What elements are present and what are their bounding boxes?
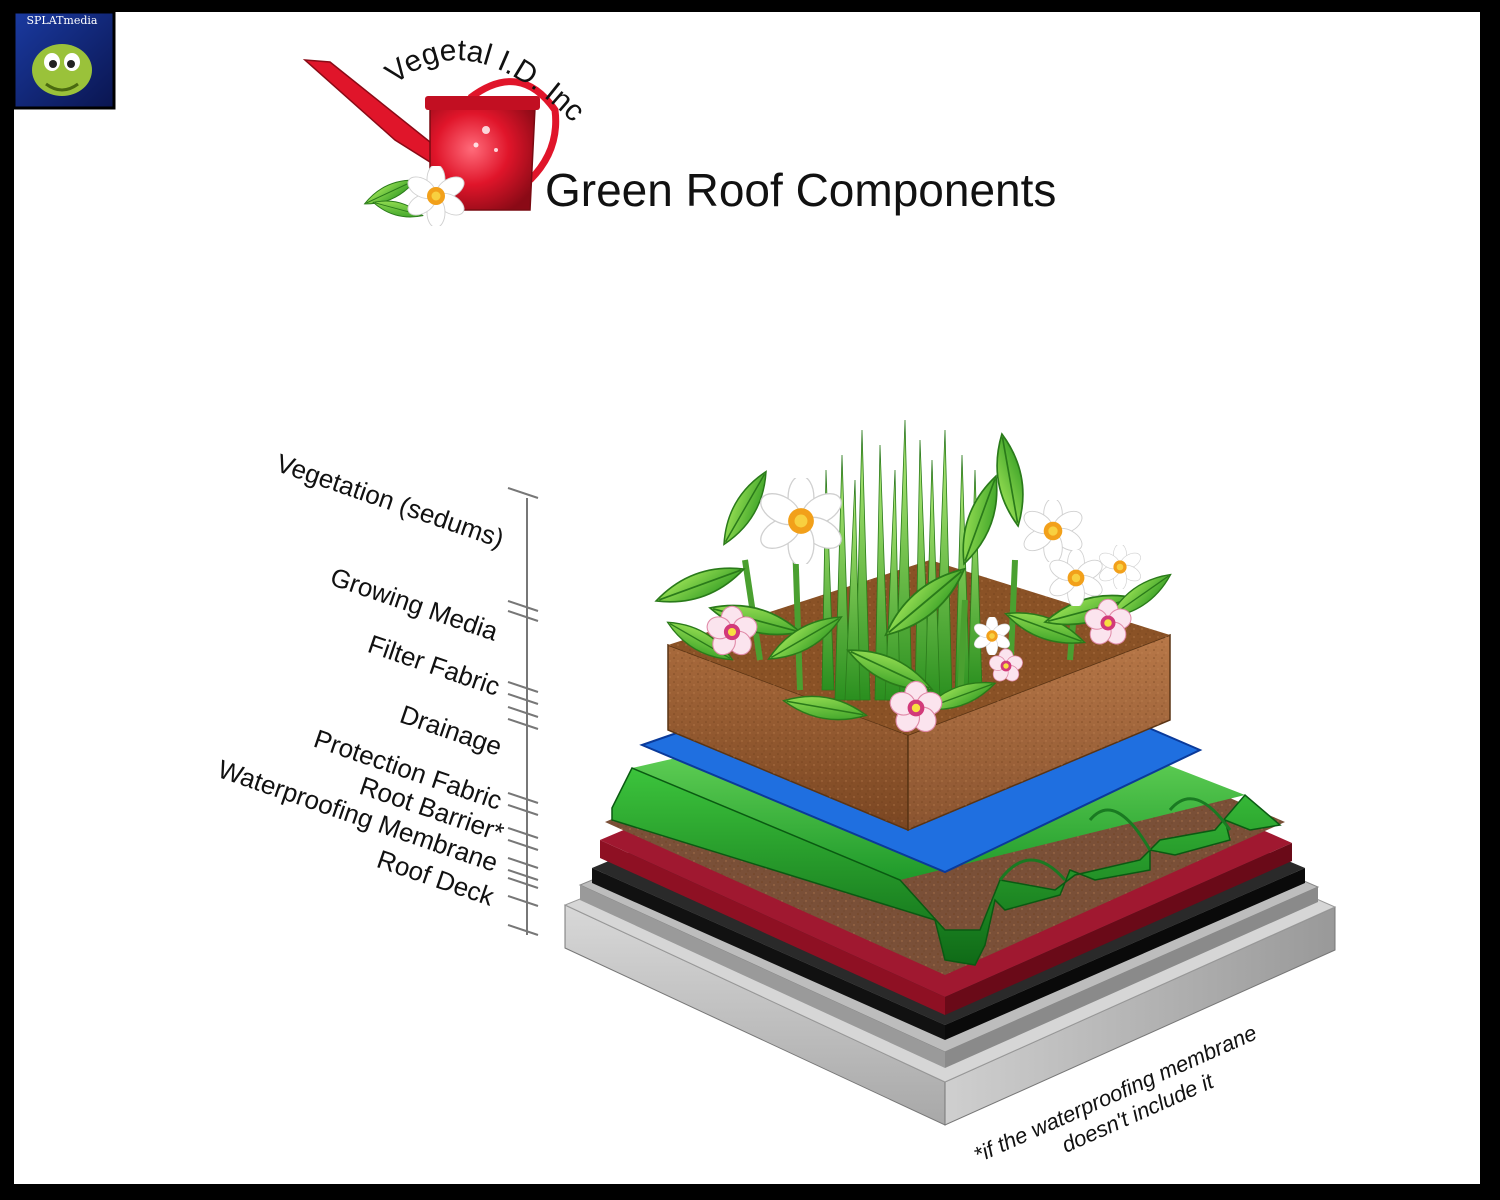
watermark-text: SPLATmedia <box>27 14 98 27</box>
turtle-icon <box>32 44 92 96</box>
vegetation-layer <box>651 419 1177 736</box>
watermark-badge: SPLATmedia <box>12 10 116 110</box>
page-title: Green Roof Components <box>545 164 1056 216</box>
layer-stack <box>563 419 1337 1126</box>
layer-scale-ruler <box>507 487 539 936</box>
